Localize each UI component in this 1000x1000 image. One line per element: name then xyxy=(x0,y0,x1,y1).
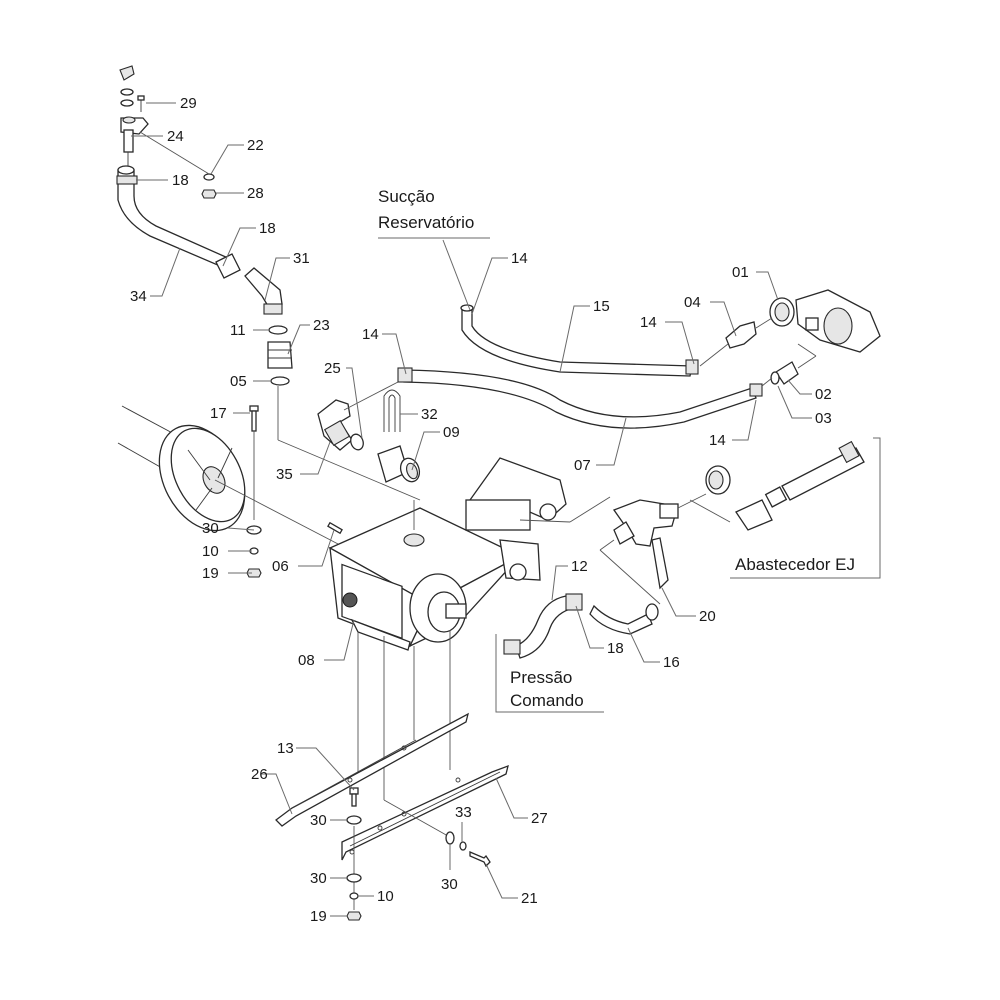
callout-25: 25 xyxy=(324,360,341,377)
callout-31: 31 xyxy=(293,250,310,267)
bolt-17-part xyxy=(249,405,259,520)
callout-09: 09 xyxy=(443,424,460,441)
washer-30-side-part xyxy=(445,831,455,845)
callout-20: 20 xyxy=(699,608,716,625)
callout-14: 14 xyxy=(709,432,726,449)
injector-part xyxy=(735,440,865,531)
fitting-23-part xyxy=(267,341,293,369)
callout-21: 21 xyxy=(521,890,538,907)
hose-15-part xyxy=(460,304,699,377)
caption-pressao: Pressão xyxy=(510,668,572,687)
filter-01-part xyxy=(769,289,881,353)
key-06-part xyxy=(327,521,343,535)
washer-22-part xyxy=(203,173,215,181)
callout-30: 30 xyxy=(310,870,327,887)
caption-comando: Comando xyxy=(510,691,584,710)
callout-23: 23 xyxy=(313,317,330,334)
callout-04: 04 xyxy=(684,294,701,311)
callout-13: 13 xyxy=(277,740,294,757)
elbow-31-part xyxy=(244,267,283,315)
callout-18: 18 xyxy=(259,220,276,237)
foot-08-part xyxy=(350,618,411,651)
callout-01: 01 xyxy=(732,264,749,281)
callout-07: 07 xyxy=(574,457,591,474)
callout-26: 26 xyxy=(251,766,268,783)
rail-26-part xyxy=(275,712,469,827)
callout-33: 33 xyxy=(455,804,472,821)
callout-17: 17 xyxy=(210,405,227,422)
nut-28-part xyxy=(201,189,217,199)
caption-reservatorio: Reservatório xyxy=(378,213,474,232)
callout-27: 27 xyxy=(531,810,548,827)
hose-34-part xyxy=(116,165,241,279)
cap-fitting-part xyxy=(119,65,135,107)
fitting-02-part xyxy=(770,361,799,385)
pump-body-part xyxy=(328,457,567,648)
bolt-21-part xyxy=(469,851,491,868)
oring-25-part xyxy=(350,433,364,451)
callout-28: 28 xyxy=(247,185,264,202)
callout-02: 02 xyxy=(815,386,832,403)
callout-30: 30 xyxy=(202,520,219,537)
ubolt-32-part xyxy=(383,389,401,432)
hose-07-part xyxy=(397,367,763,429)
callout-22: 22 xyxy=(247,137,264,154)
strainer-part xyxy=(705,465,731,495)
callout-18: 18 xyxy=(172,172,189,189)
washer-10-lower-part xyxy=(349,892,359,900)
callout-14: 14 xyxy=(640,314,657,331)
callout-14: 14 xyxy=(362,326,379,343)
oring-11-part xyxy=(268,325,288,335)
callout-18: 18 xyxy=(607,640,624,657)
washer-33-part xyxy=(459,841,467,851)
hose-12-part xyxy=(503,593,583,659)
hose-16-part xyxy=(589,603,659,635)
washer-30-upper-part xyxy=(346,815,362,825)
callout-12: 12 xyxy=(571,558,588,575)
nut-19-lower-part xyxy=(346,911,362,921)
caption-abastecedor: Abastecedor EJ xyxy=(735,555,855,574)
callout-19: 19 xyxy=(202,565,219,582)
valve-20-part xyxy=(612,499,679,590)
caption-succao: Sucção xyxy=(378,187,435,206)
callout-10: 10 xyxy=(202,543,219,560)
callout-35: 35 xyxy=(276,466,293,483)
callout-10: 10 xyxy=(377,888,394,905)
bracket-24-part xyxy=(120,116,149,168)
elbow-35-part xyxy=(317,399,353,451)
callout-15: 15 xyxy=(593,298,610,315)
fitting-04-part xyxy=(725,321,757,349)
callout-19: 19 xyxy=(310,908,327,925)
callout-05: 05 xyxy=(230,373,247,390)
pulley-part xyxy=(117,405,246,532)
callout-14: 14 xyxy=(511,250,528,267)
callout-30: 30 xyxy=(441,876,458,893)
rail-27-part xyxy=(341,764,509,861)
callout-30: 30 xyxy=(310,812,327,829)
oring-05-part xyxy=(270,376,290,386)
callout-11: 11 xyxy=(230,322,246,339)
callout-06: 06 xyxy=(272,558,289,575)
screw-29-part xyxy=(137,95,145,112)
callout-16: 16 xyxy=(663,654,680,671)
bolt-13-part xyxy=(349,787,359,807)
callout-34: 34 xyxy=(130,288,147,305)
callout-29: 29 xyxy=(180,95,197,112)
washer-30-lower-part xyxy=(346,873,362,883)
callout-32: 32 xyxy=(421,406,438,423)
callout-24: 24 xyxy=(167,128,184,145)
callout-08: 08 xyxy=(298,652,315,669)
nut-09-part xyxy=(377,445,421,483)
callout-03: 03 xyxy=(815,410,832,427)
